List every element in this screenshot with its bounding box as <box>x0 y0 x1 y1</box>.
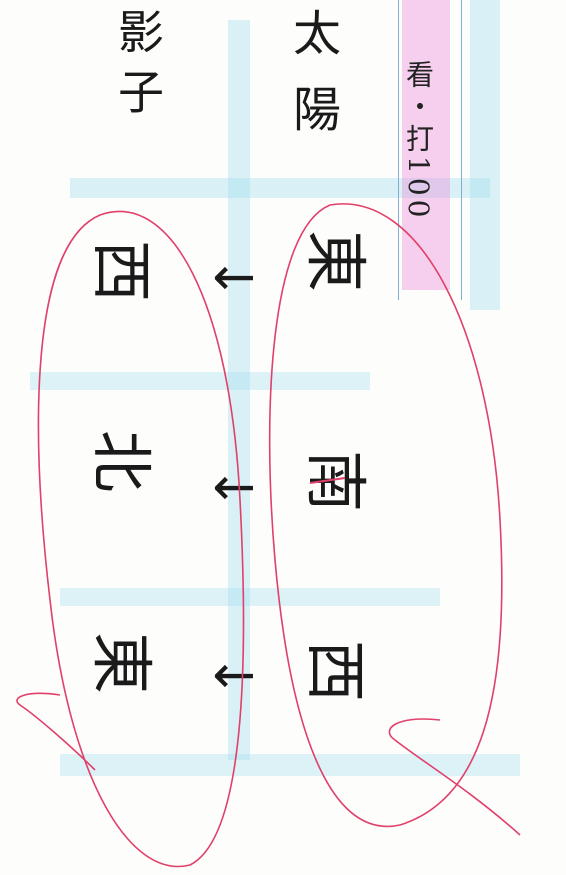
subtitle-shadow: 影子 <box>111 8 165 128</box>
highlight-band <box>470 0 500 310</box>
highlight-band <box>228 20 250 760</box>
correction-line <box>309 477 346 484</box>
label-box <box>398 0 462 300</box>
highlight-band <box>60 754 520 776</box>
title-sun: 太陽 <box>284 8 340 160</box>
label-highlight <box>402 0 450 290</box>
circle-mark-sun <box>268 203 503 828</box>
circle-mark-shadow <box>37 210 245 868</box>
highlight-band <box>60 588 440 606</box>
highlight-band <box>70 178 490 198</box>
highlight-band <box>30 372 370 390</box>
label-text: 看・打100 <box>402 60 435 222</box>
tick-mark <box>16 692 96 771</box>
tick-mark <box>388 718 521 836</box>
